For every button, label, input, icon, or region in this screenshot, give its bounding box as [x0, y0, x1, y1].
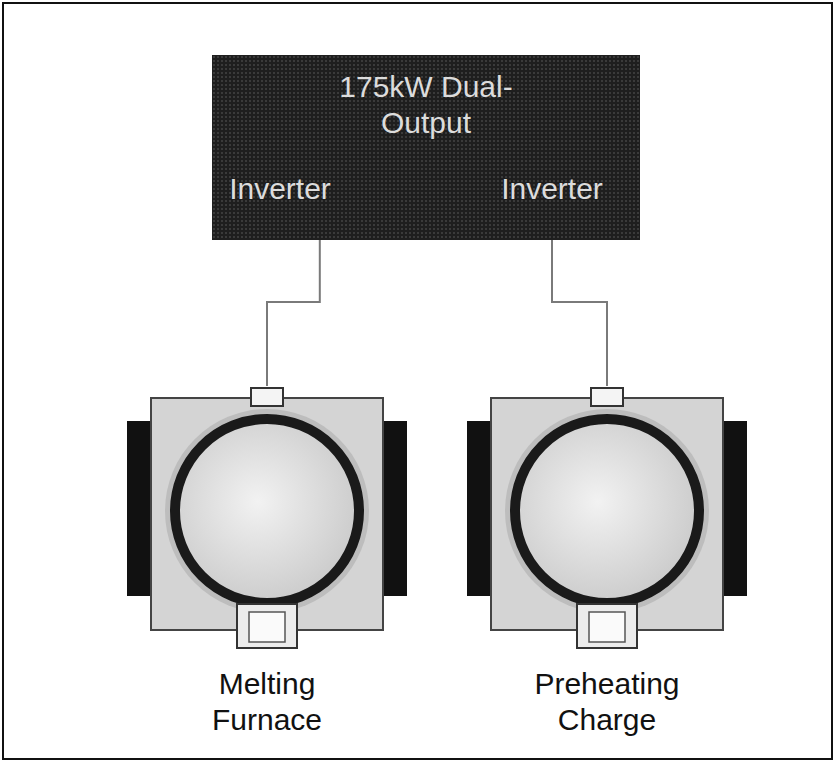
melting-furnace-icon	[127, 388, 407, 648]
inverter-output: Inverter	[223, 167, 337, 211]
inverter-output: Inverter	[495, 167, 609, 211]
furnace-label: Preheating Charge	[512, 666, 702, 738]
cabinet-title: 175kW Dual-Output	[321, 69, 531, 141]
inverter-label: Inverter	[501, 171, 603, 207]
inverter-cabinet: 175kW Dual-OutputInverter Inverter	[212, 55, 640, 240]
frame-border	[3, 3, 832, 759]
furnace-unit: Preheating Charge	[467, 386, 747, 741]
furnace-label: Melting Furnace	[172, 666, 362, 738]
furnace-unit: Melting Furnace	[127, 386, 407, 741]
inverter-label: Inverter	[229, 171, 331, 207]
preheating-furnace-icon	[467, 388, 747, 648]
